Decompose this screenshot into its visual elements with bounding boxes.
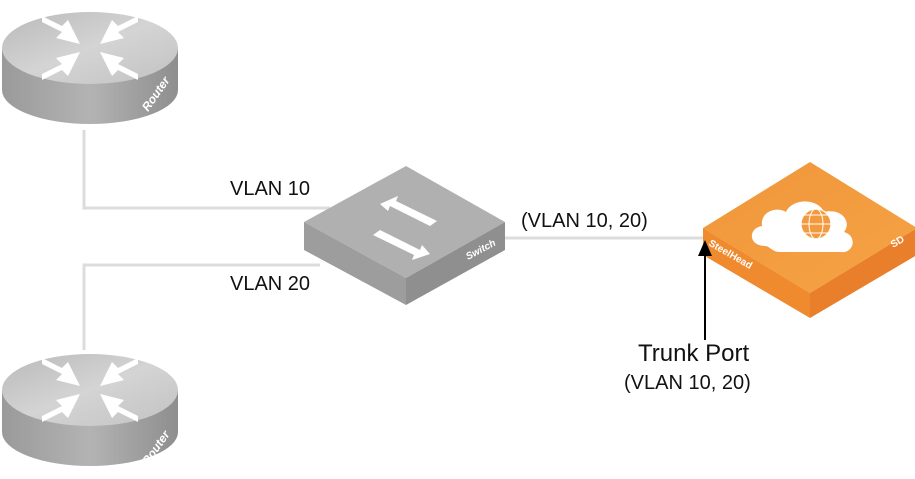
link-label-vlan10: VLAN 10 (230, 178, 311, 200)
router-top[interactable]: Router (2, 12, 178, 124)
steelhead-sd[interactable]: SteelHead SD (703, 162, 915, 318)
trunk-port-arrow (698, 240, 712, 340)
trunk-port-title: Trunk Port (638, 340, 750, 367)
router-arrows-icon (42, 358, 138, 422)
trunk-port-subtitle: (VLAN 10, 20) (624, 372, 751, 394)
router-bottom[interactable]: Router (2, 354, 178, 468)
router-arrows-icon (42, 16, 138, 80)
links (82, 130, 705, 350)
link-label-trunk: (VLAN 10, 20) (521, 210, 648, 232)
switch[interactable]: Switch (304, 166, 505, 305)
link-label-vlan20: VLAN 20 (230, 273, 311, 295)
switch-arrows-icon (373, 196, 437, 260)
link-router-top-switch (82, 130, 330, 210)
globe-icon (800, 208, 832, 240)
link-router-bottom-switch (82, 263, 320, 350)
